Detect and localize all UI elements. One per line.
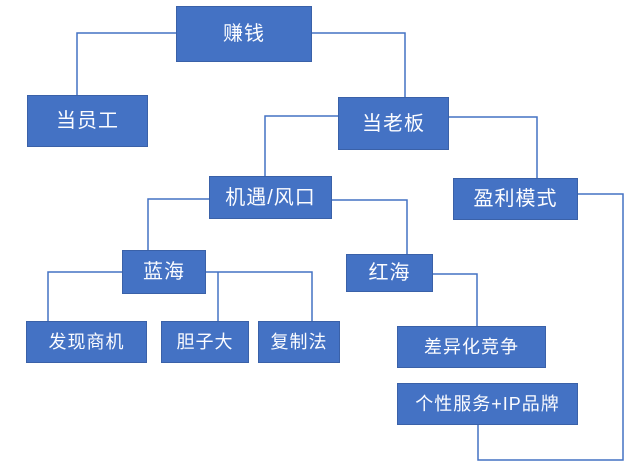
- node-be-boss[interactable]: 当老板: [338, 97, 449, 150]
- node-be-boss-label: 当老板: [362, 112, 425, 135]
- connector-opportunity-blueocean: [147, 198, 209, 250]
- node-personal-service-ip-brand[interactable]: 个性服务+IP品牌: [397, 383, 578, 425]
- node-boldness-label: 胆子大: [176, 332, 234, 352]
- node-boldness[interactable]: 胆子大: [161, 321, 249, 363]
- connector-makemoney-boss: [312, 32, 406, 97]
- node-profit-model[interactable]: 盈利模式: [453, 178, 578, 220]
- node-blue-ocean[interactable]: 蓝海: [122, 250, 206, 294]
- node-profit-model-label: 盈利模式: [473, 188, 558, 210]
- node-opportunity-trend[interactable]: 机遇/风口: [209, 176, 332, 219]
- node-personal-service-ip-brand-label: 个性服务+IP品牌: [415, 394, 560, 414]
- connector-profitmodel-ipbrand: [477, 193, 624, 461]
- connector-boss-profitmodel: [449, 116, 538, 178]
- node-make-money-label: 赚钱: [223, 23, 265, 45]
- connector-redocean-differentiation: [433, 273, 478, 326]
- connector-blueocean-copymethod: [206, 271, 313, 321]
- node-be-employee[interactable]: 当员工: [27, 95, 148, 147]
- node-copy-method-label: 复制法: [270, 332, 328, 352]
- node-spot-opportunity[interactable]: 发现商机: [26, 321, 147, 363]
- node-differentiated-competition-label: 差异化竞争: [424, 337, 519, 357]
- node-spot-opportunity-label: 发现商机: [48, 332, 125, 352]
- node-opportunity-trend-label: 机遇/风口: [225, 186, 316, 209]
- connector-makemoney-employee: [76, 32, 176, 95]
- node-blue-ocean-label: 蓝海: [143, 261, 185, 283]
- connector-boss-opportunity: [264, 115, 338, 176]
- node-copy-method[interactable]: 复制法: [258, 321, 340, 363]
- node-make-money[interactable]: 赚钱: [176, 6, 312, 62]
- connector-blueocean-spotopportunity: [47, 271, 122, 321]
- node-red-ocean[interactable]: 红海: [346, 254, 433, 292]
- node-be-employee-label: 当员工: [56, 110, 119, 132]
- node-differentiated-competition[interactable]: 差异化竞争: [397, 326, 546, 368]
- node-red-ocean-label: 红海: [368, 262, 411, 284]
- connector-opportunity-redocean: [332, 199, 408, 254]
